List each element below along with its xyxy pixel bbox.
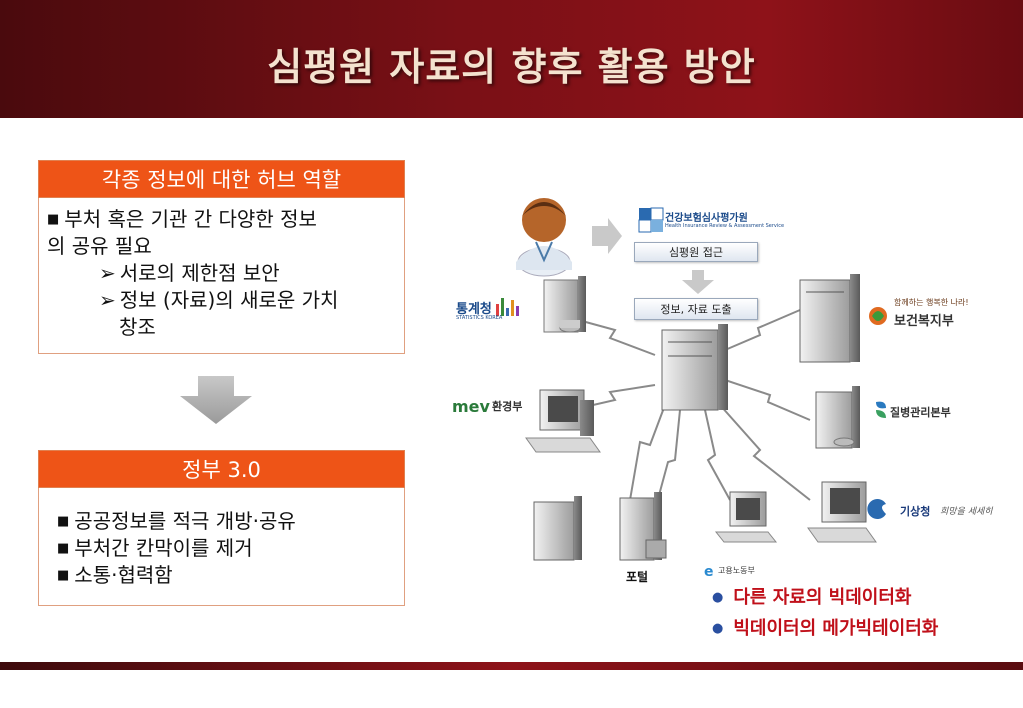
- hub-sub-2: ➢정보 (자료)의 새로운 가치: [99, 288, 339, 312]
- server-kcdc: [815, 386, 860, 449]
- server-portal-1: [533, 496, 582, 561]
- labor-name: 고용노동부: [718, 566, 755, 575]
- hub-role-body: ■부처 혹은 기관 간 다양한 정보 의 공유 필요 ➢서로의 제한점 보안 ➢…: [38, 198, 405, 354]
- mev-logo-icon: mev: [452, 397, 491, 416]
- title-banner: [0, 0, 1023, 118]
- doctor-icon: [516, 198, 572, 277]
- hub-role-header: 각종 정보에 대한 허브 역할: [38, 160, 405, 198]
- network-diagram: mev e: [452, 198, 887, 580]
- kma-logo-icon: [867, 499, 886, 519]
- welfare-name: 보건복지부: [894, 314, 954, 329]
- down-small-arrow-icon: [682, 270, 714, 294]
- labor-logo-icon: e: [704, 564, 714, 580]
- bigdata-bullet: ●다른 자료의 빅데이터화: [712, 587, 912, 608]
- welfare-leaf-icon: [872, 311, 884, 321]
- server-hub: [661, 324, 728, 411]
- square-bullet-icon: ■: [57, 514, 70, 529]
- dot-bullet-icon: ●: [712, 590, 724, 605]
- computer-env: [525, 389, 601, 453]
- gov30-item: ■공공정보를 적극 개방·공유: [57, 509, 296, 533]
- server-welfare: [799, 274, 860, 363]
- server-stat: [543, 276, 586, 333]
- kcdc-logo-icon: [876, 401, 886, 418]
- env-name: 환경부: [492, 400, 523, 413]
- bigdata-bullet: ●빅데이터의 메가빅테이터화: [712, 618, 939, 639]
- hub-sub-1: ➢서로의 제한점 보안: [99, 261, 280, 285]
- gov30-header: 정부 3.0: [38, 450, 405, 488]
- bigdata-bullets: ●다른 자료의 빅데이터화 ●빅데이터의 메가빅테이터화: [712, 582, 938, 644]
- slide-title: 심평원 자료의 향후 활용 방안: [267, 45, 756, 89]
- computer-kma: [807, 481, 877, 543]
- kma-slogan: 희망을 세세히: [940, 507, 993, 517]
- kma-name: 기상청: [900, 505, 931, 518]
- connection-lines: [559, 309, 811, 511]
- stat-bars-icon: [496, 298, 519, 316]
- welfare-slogan: 함께하는 행복한 나라!: [894, 298, 969, 307]
- down-arrow-icon: [180, 376, 252, 424]
- hira-access-label: 심평원 접근: [634, 242, 758, 262]
- info-extract-label: 정보, 자료 도출: [634, 298, 758, 320]
- dot-bullet-icon: ●: [712, 621, 724, 636]
- hira-logo: [636, 204, 760, 238]
- square-bullet-icon: ■: [57, 568, 70, 583]
- stat-name: 통계청: [456, 302, 492, 317]
- portal-label: 포털: [626, 570, 649, 584]
- hira-name: 건강보험심사평가원: [665, 213, 748, 224]
- hub-line-1b: 의 공유 필요: [47, 234, 152, 258]
- arrow-bullet-icon: ➢: [99, 261, 116, 285]
- hub-sub-2b: 창조: [119, 315, 156, 339]
- stat-subtitle: STATISTICS KOREA: [456, 315, 503, 321]
- footer-bar: [0, 662, 1023, 670]
- hira-subtitle: Health Insurance Review & Assessment Ser…: [665, 223, 785, 229]
- computer-labor: [714, 491, 778, 543]
- server-portal-2: [619, 492, 667, 561]
- arrow-bullet-icon: ➢: [99, 288, 116, 312]
- gov30-body: ■공공정보를 적극 개방·공유 ■부처간 칸막이를 제거 ■소통·협력함: [38, 488, 405, 606]
- right-arrow-icon: [592, 218, 622, 254]
- square-bullet-icon: ■: [47, 212, 60, 227]
- gov30-item: ■부처간 칸막이를 제거: [57, 536, 253, 560]
- hub-line-1: ■부처 혹은 기관 간 다양한 정보: [47, 207, 317, 231]
- gov30-item: ■소통·협력함: [57, 563, 173, 587]
- kcdc-name: 질병관리본부: [890, 406, 951, 419]
- square-bullet-icon: ■: [57, 541, 70, 556]
